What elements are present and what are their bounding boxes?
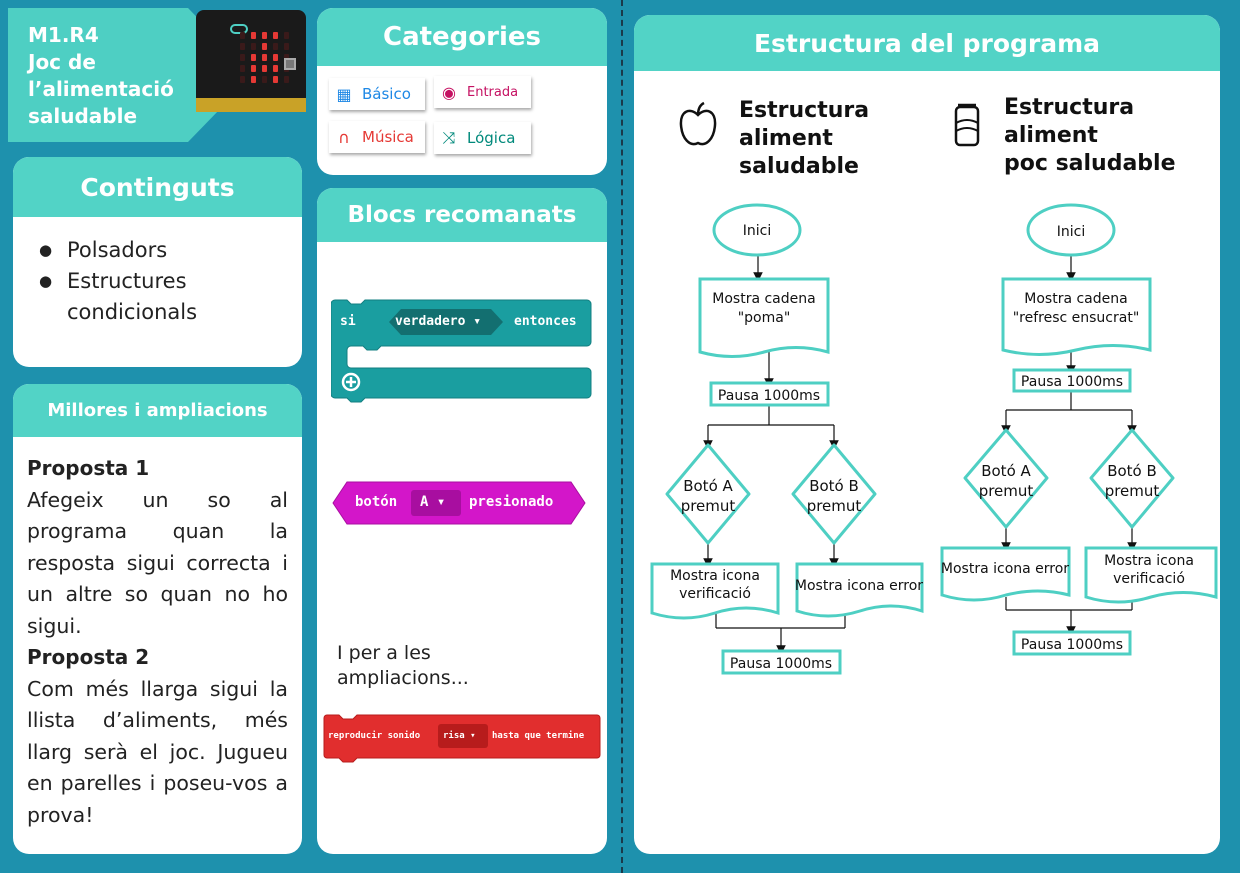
apple-icon (679, 101, 717, 146)
if-block[interactable] (331, 298, 593, 404)
target-icon: ◉ (442, 82, 456, 102)
title-line-1: M1.R4 (28, 23, 99, 47)
category-logica-button[interactable]: ⤨ Lógica (434, 122, 531, 154)
if-block-entonces: entonces (514, 314, 577, 329)
unhealthy-show-line-2: "refresc ensucrat" (1013, 310, 1140, 326)
healthy-show-line-1: Mostra cadena (712, 291, 815, 307)
blocs-panel: Blocs recomanats si verdadero ▾ entonces… (317, 188, 607, 854)
proposta-2-text: Com més llarga sigui la llista d’aliment… (27, 676, 288, 827)
estructura-heading: Estructura del programa (634, 15, 1220, 71)
healthy-btn-a-line-2: premut (681, 497, 736, 515)
list-item: Polsadors (39, 235, 302, 266)
category-entrada-button[interactable]: ◉ Entrada (434, 76, 531, 108)
ampliacions-text: I per a les ampliacions... (337, 642, 469, 689)
healthy-res-a-line-1: Mostra icona (670, 568, 760, 584)
list-item: Estructures condicionals (39, 266, 302, 328)
healthy-start: Inici (743, 223, 771, 239)
proposta-2-title: Proposta 2 (27, 645, 150, 669)
healthy-res-b: Mostra icona error (795, 578, 923, 594)
title-line-4: saludable (28, 104, 138, 128)
healthy-btn-b-line-1: Botó B (809, 477, 859, 495)
continguts-heading: Continguts (13, 157, 302, 217)
millores-heading: Millores i ampliacions (13, 384, 302, 437)
list-item-text: condicionals (67, 300, 198, 324)
unhealthy-title: Estructura aliment poc saludable (1004, 94, 1176, 178)
title-line: aliment (739, 126, 833, 151)
category-label: Entrada (467, 84, 519, 100)
grid-icon: ▦ (336, 84, 352, 104)
healthy-title: Estructura aliment saludable (739, 97, 869, 181)
sound-block-dropdown[interactable]: risa ▾ (443, 731, 476, 741)
microbit-logo (230, 24, 248, 34)
button-block-post: presionado (469, 494, 554, 510)
title-line: saludable (739, 154, 859, 179)
categories-heading: Categories (317, 8, 607, 66)
proposta-1-text: Afegeix un so al programa quan la respos… (27, 487, 288, 638)
unhealthy-show-line-1: Mostra cadena (1024, 291, 1127, 307)
healthy-show-line-2: "poma" (738, 310, 791, 326)
category-musica-button[interactable]: ∩ Música (329, 121, 425, 153)
unhealthy-start: Inici (1057, 224, 1085, 240)
estructura-panel: Estructura del programa Estructura alime… (634, 15, 1220, 854)
millores-panel: Millores i ampliacions Proposta 1 Afegei… (13, 384, 302, 854)
continguts-panel: Continguts Polsadors Estructures condicio… (13, 157, 302, 367)
blocs-heading: Blocs recomanats (317, 188, 607, 242)
title-line: poc saludable (1004, 151, 1176, 176)
category-label: Música (362, 128, 414, 146)
categories-panel: Categories ▦ Básico ◉ Entrada ∩ Música ⤨… (317, 8, 607, 175)
unhealthy-btn-a-line-1: Botó A (981, 462, 1031, 480)
sound-block-pre: reproducir sonido (328, 731, 421, 741)
title-line: Estructura (1004, 95, 1135, 120)
unhealthy-res-b-line-1: Mostra icona (1104, 553, 1194, 569)
healthy-btn-a-line-1: Botó A (683, 477, 733, 495)
title-line: aliment (1004, 123, 1098, 148)
title-line-3: l’alimentació (28, 77, 174, 101)
shuffle-icon: ⤨ (442, 128, 456, 147)
can-icon (954, 103, 980, 147)
unhealthy-res-a: Mostra icona error (941, 561, 1069, 577)
title-line-2: Joc de (28, 50, 96, 74)
healthy-pause-2: Pausa 1000ms (730, 656, 832, 672)
unhealthy-btn-b-line-2: premut (1105, 482, 1160, 500)
microbit-button (284, 58, 296, 70)
proposta-1-title: Proposta 1 (27, 456, 150, 480)
list-item-text: Estructures (67, 269, 187, 293)
sound-block-post: hasta que termine (492, 731, 585, 741)
unhealthy-btn-a-line-2: premut (979, 482, 1034, 500)
category-label: Lógica (467, 129, 516, 147)
healthy-pause-1: Pausa 1000ms (718, 388, 820, 404)
category-label: Básico (362, 85, 411, 103)
healthy-btn-b-line-2: premut (807, 497, 862, 515)
button-block-dropdown[interactable]: A ▾ (420, 494, 446, 510)
if-block-condition[interactable]: verdadero ▾ (395, 314, 482, 329)
microbit-image (196, 10, 306, 112)
unhealthy-res-b-line-2: verificació (1113, 571, 1185, 587)
button-pressed-block[interactable] (331, 480, 587, 526)
microbit-pins (196, 98, 306, 112)
title-line: Estructura (739, 98, 870, 123)
headphones-icon: ∩ (338, 127, 350, 147)
if-block-si: si (340, 314, 356, 329)
unhealthy-pause-2: Pausa 1000ms (1021, 637, 1123, 653)
healthy-res-a-line-2: verificació (679, 586, 751, 602)
flowcharts: Inici Mostra cadena "poma" Pausa 1000ms … (650, 203, 1218, 675)
unhealthy-btn-b-line-1: Botó B (1107, 462, 1157, 480)
play-sound-block[interactable] (323, 713, 601, 767)
unhealthy-pause-1: Pausa 1000ms (1021, 374, 1123, 390)
button-block-pre: botón (355, 494, 398, 510)
category-basico-button[interactable]: ▦ Básico (329, 78, 425, 110)
continguts-list: Polsadors Estructures condicionals (13, 217, 302, 328)
divider (621, 0, 623, 873)
